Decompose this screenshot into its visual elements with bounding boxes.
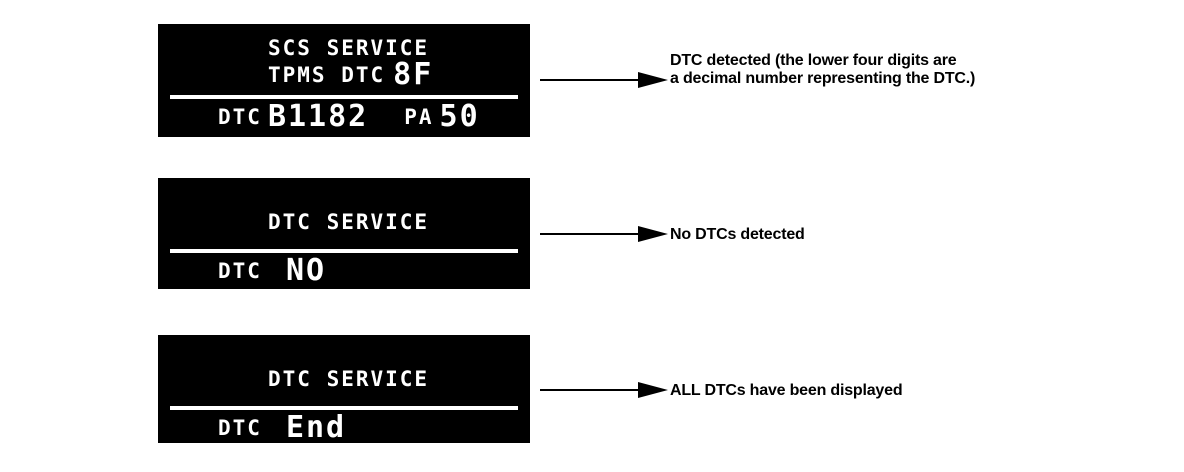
display-readout: DTC B1182 PA 50	[218, 102, 480, 132]
lcd-display-dtc-detected: SCS SERVICE TPMS DTC 8F DTC B1182 PA 50	[158, 24, 530, 137]
arrow-line	[540, 233, 640, 235]
annotation-line-2: a decimal number representing the DTC.)	[670, 70, 976, 87]
display-subtitle-value: 8F	[393, 57, 434, 92]
display-title: SCS SERVICE	[268, 36, 430, 60]
annotation-all-displayed: ALL DTCs have been displayed	[670, 382, 903, 400]
display-subtitle: TPMS DTC 8F	[268, 60, 433, 90]
readout-dtc-label: DTC	[218, 258, 262, 283]
readout-dtc-label: DTC	[218, 415, 262, 440]
readout-dtc-value: B1182	[267, 99, 369, 134]
row-no-dtcs: DTC SERVICE DTC NO No DTCs detected	[0, 178, 1184, 289]
lcd-display-no-dtcs: DTC SERVICE DTC NO	[158, 178, 530, 289]
display-readout: DTC NO	[218, 256, 326, 286]
display-divider	[170, 95, 518, 99]
arrow-line	[540, 389, 640, 391]
lcd-display-end: DTC SERVICE DTC End	[158, 335, 530, 443]
display-divider	[170, 406, 518, 410]
arrow-head-icon	[638, 72, 668, 88]
display-divider	[170, 249, 518, 253]
readout-pa-value: 50	[439, 99, 480, 134]
row-all-dtcs-displayed: DTC SERVICE DTC End ALL DTCs have been d…	[0, 335, 1184, 443]
arrow-line	[540, 79, 640, 81]
readout-pa-label: PA	[404, 104, 434, 129]
display-title: DTC SERVICE	[268, 210, 430, 234]
display-readout: DTC End	[218, 413, 346, 443]
annotation-no-dtcs: No DTCs detected	[670, 226, 805, 244]
arrow-head-icon	[638, 382, 668, 398]
readout-dtc-value: End	[285, 410, 347, 445]
row-dtc-detected: SCS SERVICE TPMS DTC 8F DTC B1182 PA 50 …	[0, 24, 1184, 137]
annotation-line-1: DTC detected (the lower four digits are	[670, 52, 957, 69]
display-title: DTC SERVICE	[268, 367, 430, 391]
readout-dtc-label: DTC	[218, 104, 262, 129]
annotation-line-1: No DTCs detected	[670, 226, 805, 243]
display-subtitle-label: TPMS DTC	[268, 62, 386, 87]
arrow-head-icon	[638, 226, 668, 242]
annotation-line-1: ALL DTCs have been displayed	[670, 382, 903, 399]
annotation-dtc-detected: DTC detected (the lower four digits are …	[670, 52, 975, 88]
readout-dtc-value: NO	[285, 253, 327, 288]
